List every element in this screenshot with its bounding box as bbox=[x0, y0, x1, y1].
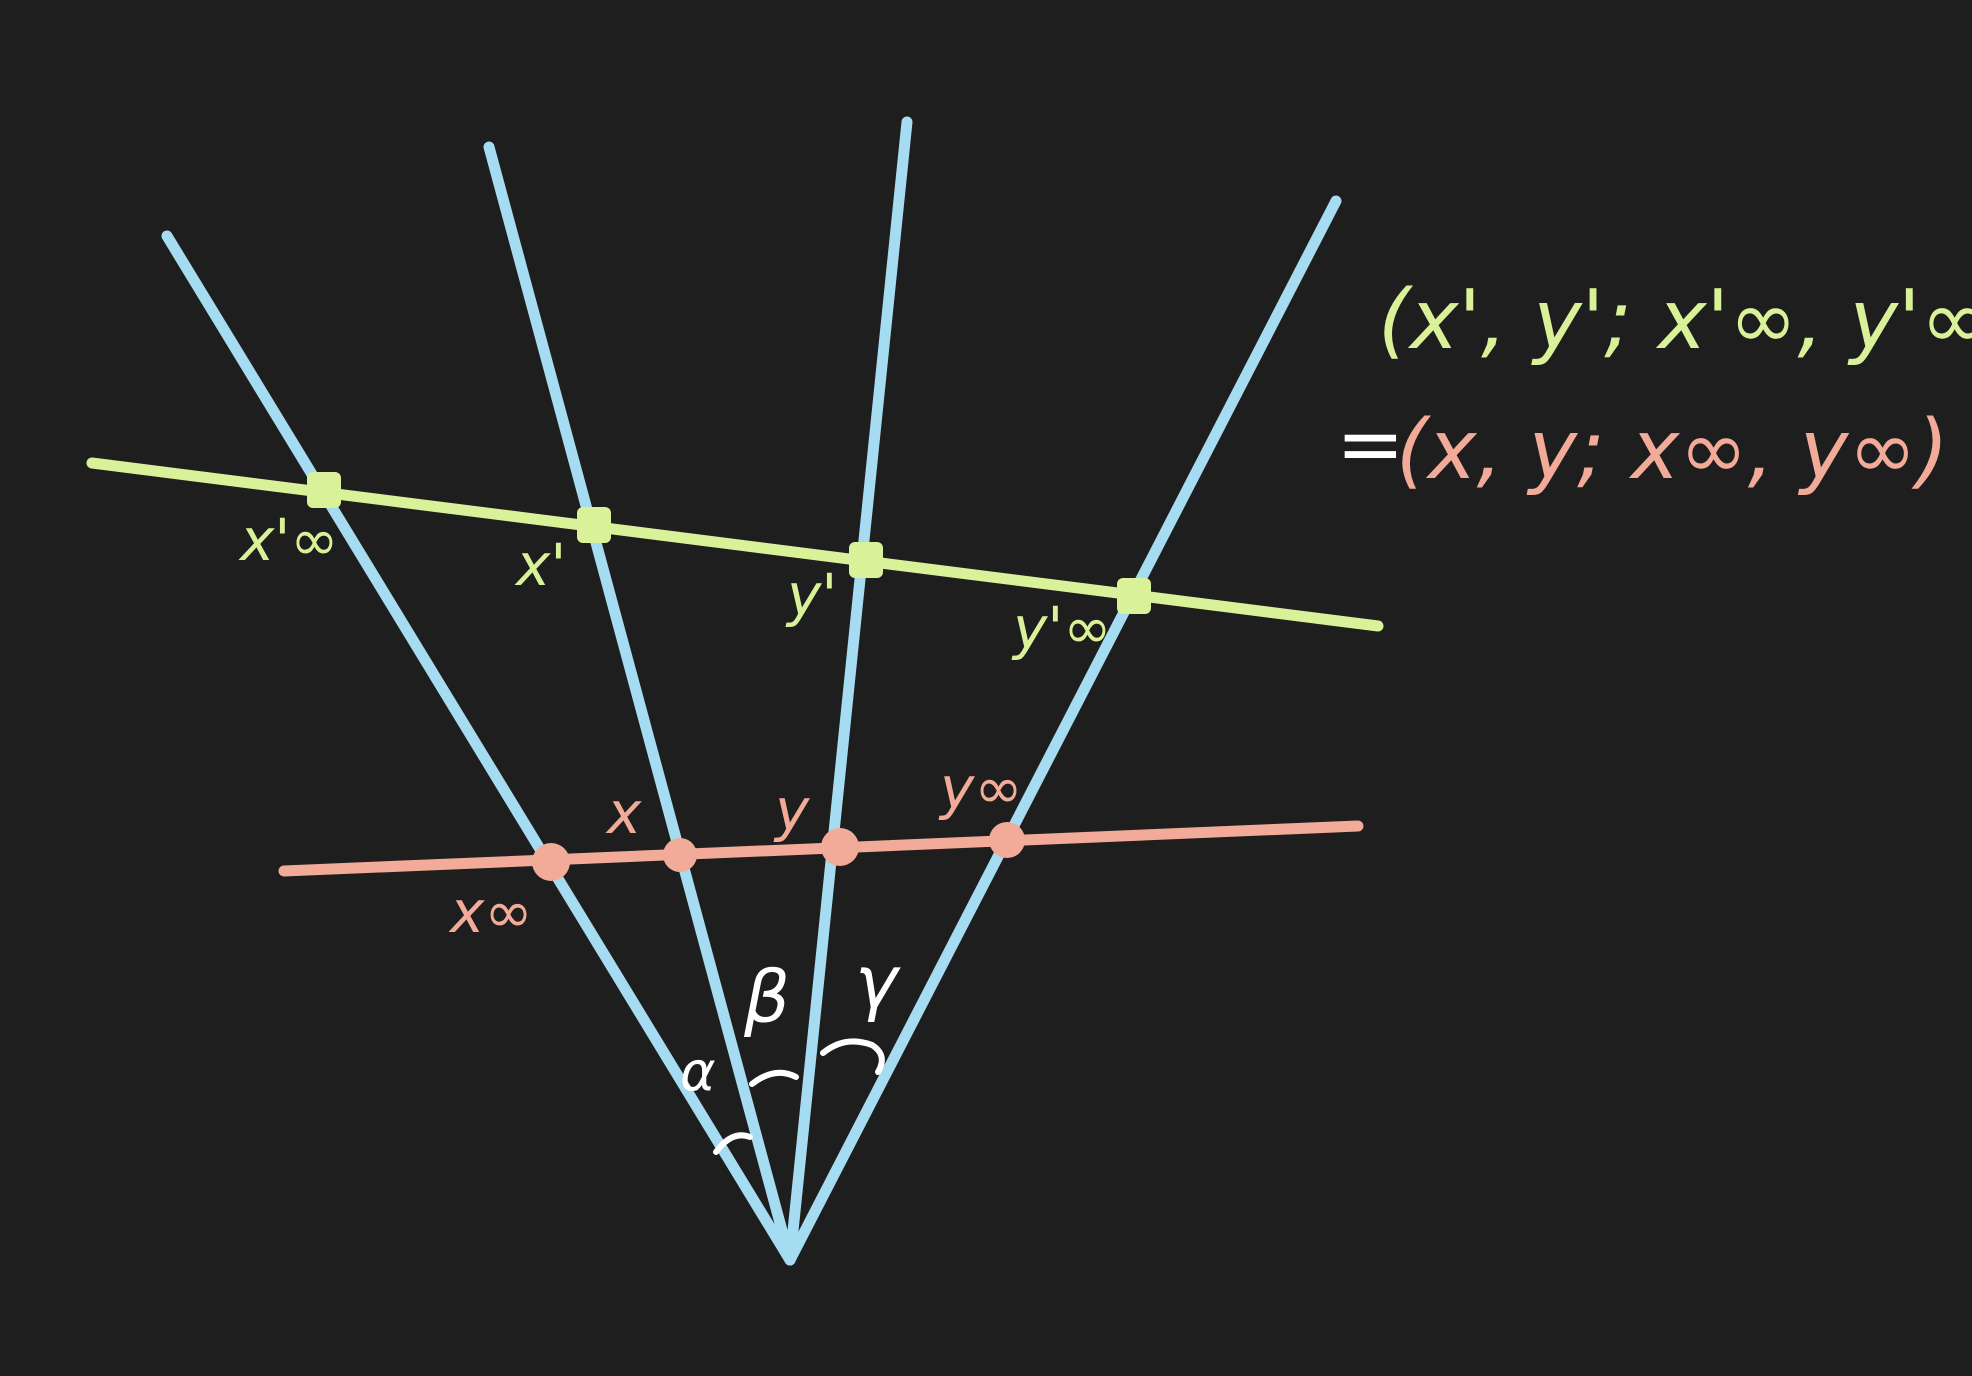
point-y bbox=[821, 828, 859, 866]
label-y-inf-prime: y'∞ bbox=[1011, 594, 1112, 662]
equation-line-2: (x, y; x∞, y∞) bbox=[1396, 403, 1949, 498]
upper-intersection-points bbox=[307, 472, 1151, 614]
label-beta: β bbox=[743, 955, 790, 1039]
point-x-prime bbox=[577, 507, 611, 543]
ray-4 bbox=[784, 195, 1342, 1266]
gamma-arc bbox=[820, 1038, 885, 1075]
lower-intersection-points bbox=[532, 822, 1025, 881]
lower-labels: x∞ x y y∞ bbox=[448, 754, 1023, 946]
label-y-prime: y' bbox=[785, 561, 837, 629]
pencil-of-lines bbox=[161, 116, 1342, 1266]
cross-ratio-equation: (x', y'; x'∞, y'∞) = (x, y; x∞, y∞) bbox=[1336, 273, 1972, 498]
point-x-inf bbox=[532, 843, 570, 881]
beta-arc bbox=[749, 1069, 799, 1087]
label-x: x bbox=[605, 779, 642, 847]
ray-2 bbox=[483, 141, 796, 1266]
label-x-inf-prime: x'∞ bbox=[238, 506, 339, 574]
point-y-inf-prime bbox=[1117, 578, 1151, 614]
ray-1 bbox=[161, 230, 796, 1266]
label-gamma: γ bbox=[855, 940, 901, 1024]
point-y-prime bbox=[849, 542, 883, 578]
equation-line-1: (x', y'; x'∞, y'∞) bbox=[1378, 273, 1972, 368]
upper-labels: x'∞ x' y' y'∞ bbox=[238, 506, 1112, 662]
point-x bbox=[663, 838, 697, 872]
upper-transversal bbox=[86, 457, 1384, 632]
angle-arcs bbox=[713, 1038, 885, 1155]
label-y: y bbox=[773, 776, 810, 844]
label-y-inf: y∞ bbox=[938, 754, 1023, 822]
label-alpha: α bbox=[680, 1040, 716, 1103]
point-y-inf bbox=[989, 822, 1025, 858]
equation-equals: = bbox=[1336, 397, 1405, 492]
point-x-inf-prime bbox=[307, 472, 341, 508]
lower-transversal bbox=[278, 820, 1364, 877]
label-x-prime: x' bbox=[514, 531, 566, 599]
label-x-inf: x∞ bbox=[448, 878, 533, 946]
alpha-arc bbox=[713, 1132, 753, 1155]
ray-3 bbox=[784, 116, 913, 1266]
angle-labels: α β γ bbox=[680, 940, 901, 1103]
